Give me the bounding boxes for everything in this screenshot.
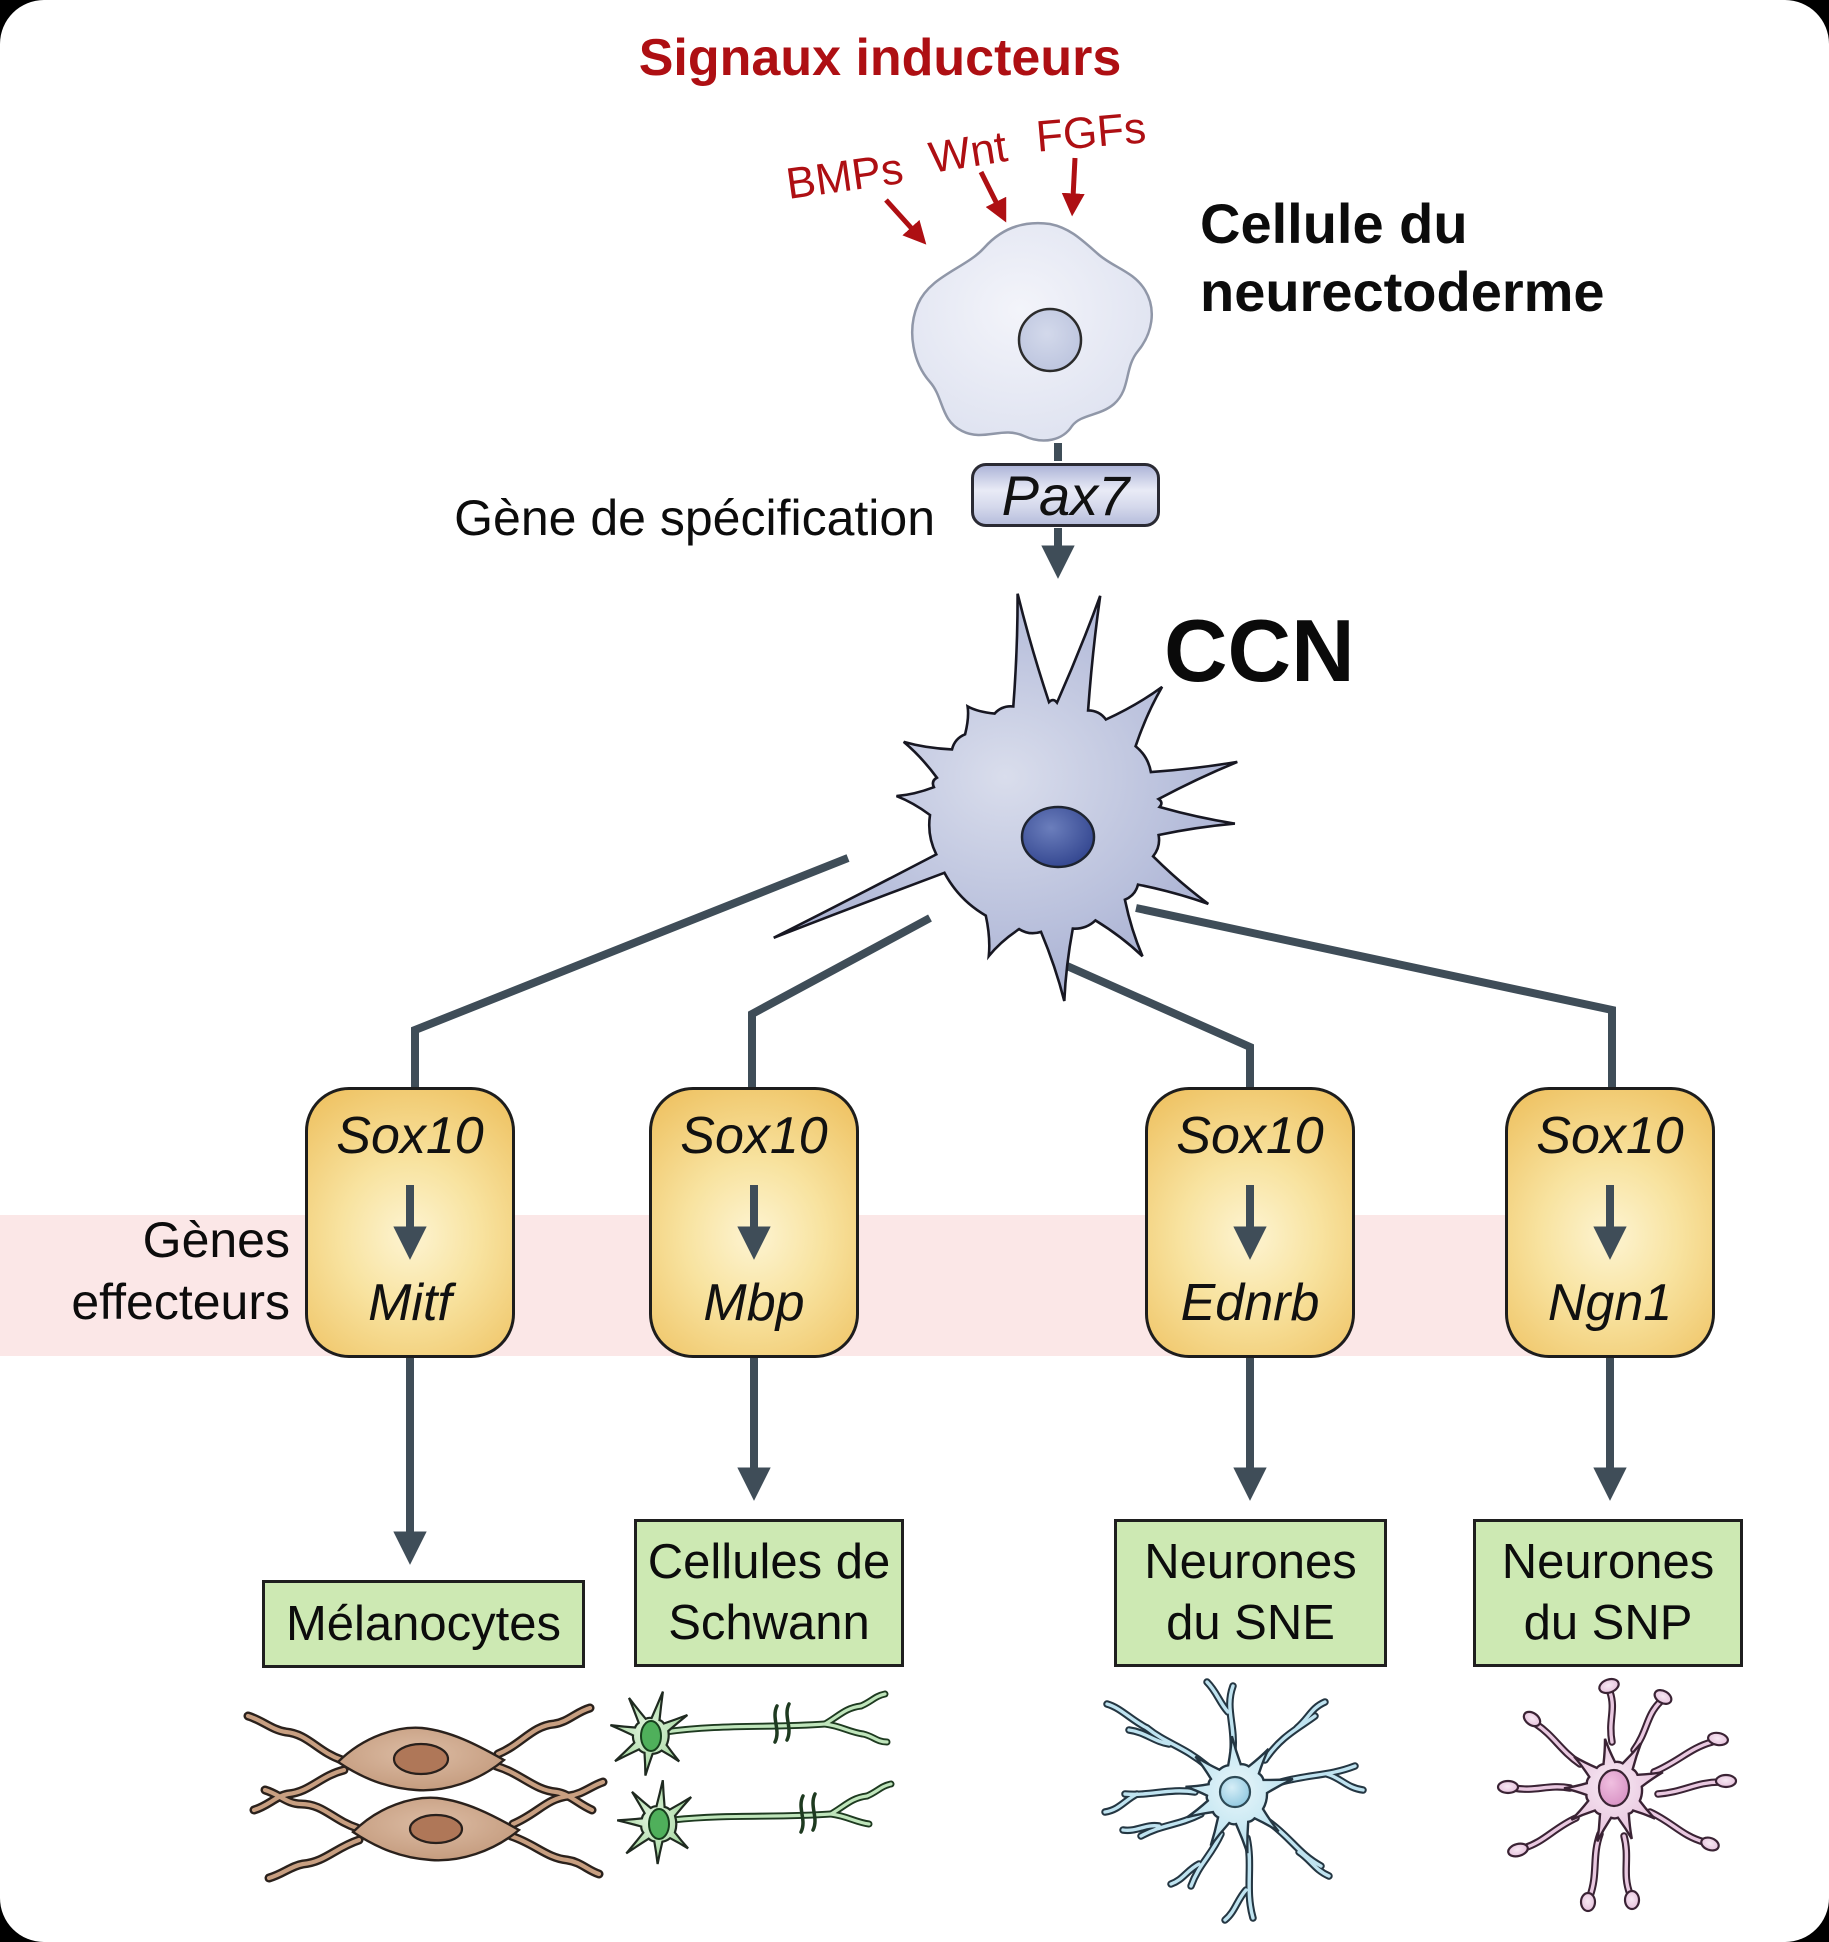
outcome-box-melanocytes: Mélanocytes [262, 1580, 585, 1668]
effector-genes-label-line1: Gènes [142, 1212, 290, 1268]
melanocyte-dendrites [248, 1708, 603, 1878]
outcome-label: Mélanocytes [285, 1596, 562, 1651]
neurectoderm-label-line1: Cellule du [1200, 192, 1468, 255]
pathway-box-ednrb: Sox10 Ednrb [1145, 1087, 1355, 1358]
pathway-box-ngn1: Sox10 Ngn1 [1505, 1087, 1715, 1358]
sne-nucleus [1218, 1775, 1252, 1809]
ccn-nucleus [1020, 805, 1096, 869]
effector-genes-label: Gènes effecteurs [20, 1209, 290, 1333]
tf-label: Sox10 [336, 1107, 484, 1165]
tf-label: Sox10 [1536, 1107, 1684, 1165]
ccn-label: CCN [1164, 601, 1355, 700]
tf-label: Sox10 [1176, 1107, 1324, 1165]
neurectoderm-cell-body [911, 221, 1153, 442]
outcome-label: Neurones [1501, 1535, 1715, 1589]
effector-gene-label: Mitf [368, 1274, 452, 1332]
pax7-gene-box: Pax7 [971, 463, 1160, 527]
signal-label-fgfs: FGFs [1034, 103, 1148, 162]
outcome-label-line2: du SNP [1523, 1596, 1693, 1650]
sne-dendrites [1103, 1680, 1365, 1922]
melanocytes-illustration [235, 1682, 615, 1887]
pathway-box-mbp: Sox10 Mbp [649, 1087, 859, 1358]
neurectoderm-label-line2: neurectoderme [1200, 260, 1605, 323]
snp-nucleus [1597, 1768, 1631, 1808]
effector-gene-label: Mbp [703, 1274, 805, 1332]
connector-to-mitf [411, 854, 850, 1087]
outcome-label: Cellules de [647, 1535, 891, 1589]
melanocyte-nucleus [392, 1742, 450, 1776]
outcome-box-sne-neurons: Neurones du SNE [1114, 1519, 1387, 1667]
melanocyte-cell-body [351, 1796, 522, 1862]
outcome-label-line2: Schwann [668, 1596, 870, 1650]
signal-label-wnt: Wnt [925, 122, 1011, 183]
wnt-arrow [978, 170, 1007, 223]
myelin-mark [799, 1794, 805, 1834]
fgfs-arrow [1061, 157, 1085, 217]
pathway-box-mitf: Sox10 Mitf [305, 1087, 515, 1358]
schwann-axons [663, 1692, 893, 1826]
outcome-box-schwann: Cellules de Schwann [634, 1519, 904, 1667]
connector-to-ngn1 [1135, 904, 1616, 1087]
sne-dendrites-outline [1105, 1682, 1363, 1920]
outcome-label: Neurones [1144, 1535, 1357, 1589]
myelin-mark [811, 1792, 817, 1832]
peripheral-neuron-illustration [1496, 1677, 1738, 1913]
neural-crest-cell-illustration [773, 593, 1238, 1002]
specification-gene-label: Gène de spécification [454, 490, 935, 546]
schwann-cell-body [609, 1691, 689, 1776]
signal-label-bmps: BMPs [783, 144, 907, 209]
connector-to-mbp [748, 914, 932, 1087]
outcome-label-line2: du SNE [1166, 1596, 1335, 1650]
melanocyte-nucleus [408, 1813, 464, 1845]
effector-gene-label: Ngn1 [1547, 1274, 1673, 1332]
schwann-cells-illustration [609, 1678, 915, 1865]
schwann-axons-outline [665, 1694, 891, 1824]
melanocyte-cell-body [336, 1726, 507, 1792]
neurectoderm-nucleus [1017, 307, 1083, 373]
snp-dendrites [1512, 1690, 1722, 1898]
schwann-nucleus [640, 1720, 662, 1752]
snp-dendrite-end-feet [1496, 1677, 1738, 1913]
inducing-signals-title: Signaux inducteurs [638, 29, 1122, 87]
melanocyte-dendrites-outline [248, 1708, 603, 1878]
neurectoderm-label: Cellule du neurectoderme [1200, 190, 1605, 326]
schwann-nucleus [648, 1808, 670, 1840]
bmps-arrow [884, 198, 927, 245]
snp-neuron-body [1563, 1738, 1664, 1842]
myelin-mark [785, 1702, 791, 1742]
effector-gene-label: Ednrb [1180, 1274, 1320, 1332]
outcome-box-snp-neurons: Neurones du SNP [1473, 1519, 1743, 1667]
sne-neuron-body [1185, 1735, 1294, 1854]
effector-genes-label-line2: effecteurs [71, 1274, 290, 1330]
neurectoderm-cell-illustration [911, 221, 1153, 442]
myelin-mark [773, 1704, 779, 1744]
tf-label: Sox10 [680, 1107, 828, 1165]
enteric-neuron-illustration [1085, 1672, 1425, 1942]
schwann-cell-body [616, 1779, 693, 1865]
pax7-gene-name: Pax7 [1001, 463, 1130, 527]
connector-to-ednrb [1056, 958, 1254, 1087]
snp-dendrites-outline [1514, 1692, 1720, 1896]
